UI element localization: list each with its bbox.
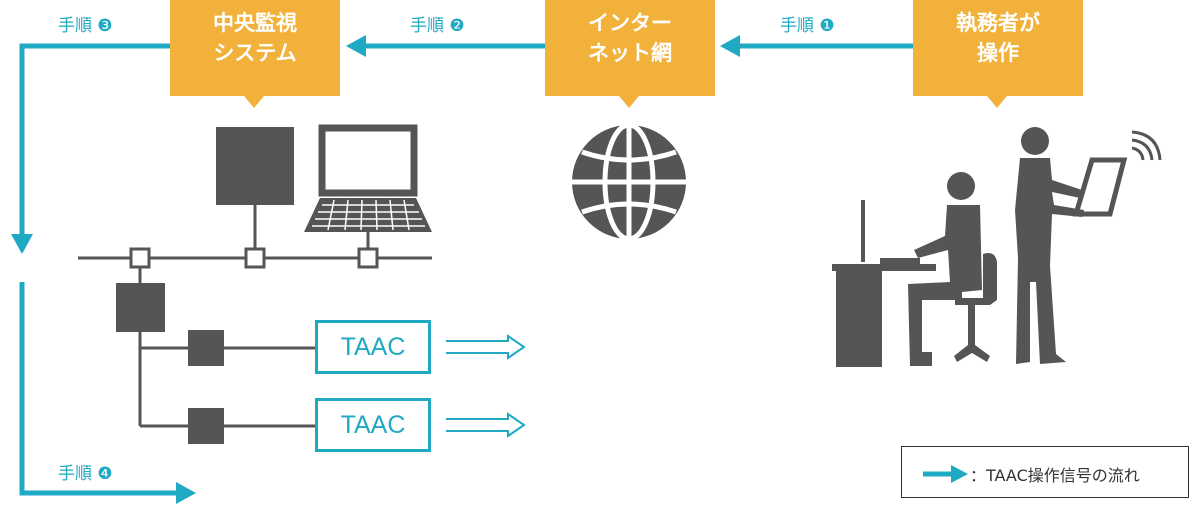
wireless-signal-icon	[1131, 130, 1162, 161]
taac-device-2: TAAC	[315, 398, 431, 452]
bus-node-2	[244, 247, 266, 269]
node-pointers	[244, 96, 1007, 108]
arrow-step1-head	[720, 35, 740, 57]
standing-user-head	[1021, 127, 1049, 155]
server-icon	[216, 127, 294, 205]
office-worker-icon	[832, 172, 997, 367]
operator-label-1: 執務者が	[956, 11, 1040, 35]
tablet-user-icon	[1015, 127, 1128, 364]
io-box-lower	[188, 408, 224, 444]
globe-icon	[572, 122, 686, 242]
operator-pointer	[987, 96, 1007, 108]
laptop-keyboard	[312, 199, 425, 231]
taac1-output-arrow	[446, 334, 526, 360]
seated-worker-body	[908, 205, 982, 366]
taac-output-arrows	[446, 334, 526, 438]
internet-node: インター ネット網	[545, 0, 715, 96]
monitor	[861, 200, 865, 262]
desk	[832, 264, 936, 271]
legend-arrow-icon	[923, 465, 968, 483]
step2-label: 手順 ❷	[410, 16, 465, 36]
central-monitoring-node: 中央監視 システム	[170, 0, 340, 96]
arrow-step2-head	[346, 35, 366, 57]
legend-label: ：TAAC操作信号の流れ	[970, 466, 1140, 485]
step3-label: 手順 ❸	[58, 16, 113, 36]
central-monitoring-label-2: システム	[213, 41, 297, 65]
seated-worker-head	[947, 172, 975, 200]
legend-box: ：TAAC操作信号の流れ	[901, 446, 1189, 498]
central-pointer	[244, 96, 264, 108]
internet-label-2: ネット網	[588, 41, 672, 65]
arrow-step3-head	[11, 234, 33, 254]
desk-cabinet	[836, 271, 882, 367]
central-monitoring-label-1: 中央監視	[213, 11, 297, 35]
taac-device-1: TAAC	[315, 320, 431, 374]
internet-pointer	[619, 96, 639, 108]
step4-label: 手順 ❹	[58, 464, 113, 484]
bus-node-3	[357, 247, 379, 269]
step1-label: 手順 ❶	[780, 16, 835, 36]
operator-node: 執務者が 操作	[913, 0, 1083, 96]
arrow-step4-head	[176, 482, 196, 504]
flow-arrows	[11, 35, 913, 504]
keyboard	[880, 258, 920, 264]
arrow-step3-line	[19, 43, 170, 236]
bus-node-1	[129, 247, 151, 269]
laptop-icon	[304, 124, 432, 232]
io-box-upper	[188, 330, 224, 366]
standing-user-body	[1015, 158, 1084, 364]
central-equipment	[78, 124, 432, 444]
taac2-output-arrow	[446, 412, 526, 438]
controller-box	[116, 283, 165, 332]
operator-label-2: 操作	[977, 41, 1019, 65]
tablet	[1072, 157, 1128, 217]
arrow-step4-line	[19, 282, 178, 496]
internet-label-1: インター	[588, 11, 672, 35]
office-chair	[954, 253, 997, 362]
